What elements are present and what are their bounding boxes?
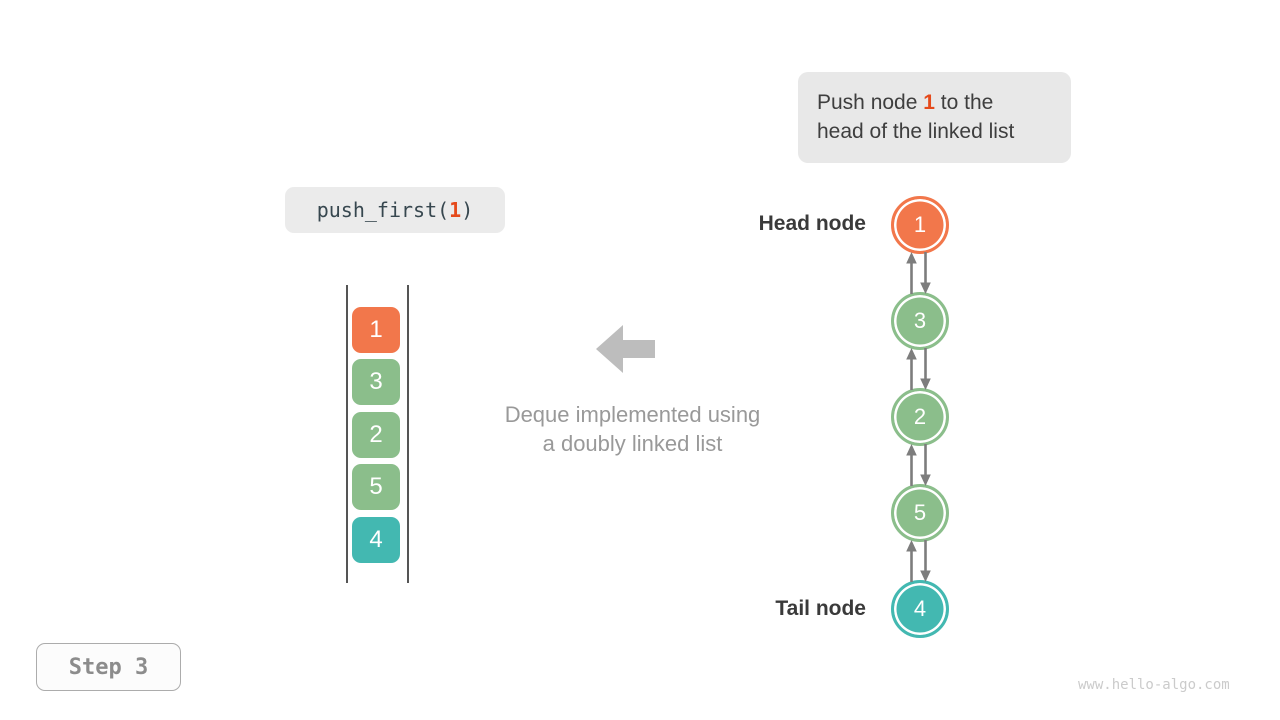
tail-node-label: Tail node — [775, 597, 866, 620]
deque-caption: Deque implemented using a doubly linked … — [460, 400, 805, 458]
stack-cell-3: 5 — [352, 464, 400, 510]
stack-cell-0: 1 — [352, 307, 400, 353]
step-badge: Step 3 — [36, 643, 181, 691]
instruction-text-part2: to the — [934, 91, 994, 114]
stack-right-rail — [407, 285, 409, 583]
link-arrows-up-down-icon — [906, 540, 931, 582]
stack-cell-1: 3 — [352, 359, 400, 405]
list-node-4: 4 — [891, 580, 949, 638]
caption-line1: Deque implemented using — [504, 402, 761, 427]
code-call-box: push_first(1) — [285, 187, 505, 233]
link-arrows-up-down-icon — [906, 252, 931, 294]
stack-cell-2: 2 — [352, 412, 400, 458]
instruction-box: Push node 1 to the head of the linked li… — [798, 72, 1071, 163]
instruction-text-part1: Push node — [817, 91, 924, 114]
instruction-text-line2: head of the linked list — [817, 120, 1015, 143]
caption-line2: a doubly linked list — [542, 431, 723, 456]
watermark: www.hello-algo.com — [1078, 677, 1230, 693]
instruction-highlight-value: 1 — [923, 91, 935, 114]
code-fn: push_first( — [316, 198, 450, 222]
list-node-0: 1 — [891, 196, 949, 254]
stack-cell-4: 4 — [352, 517, 400, 563]
list-node-1: 3 — [891, 292, 949, 350]
list-node-2: 2 — [891, 388, 949, 446]
link-arrows-up-down-icon — [906, 444, 931, 486]
left-block-arrow-icon — [596, 325, 655, 373]
stack-left-rail — [346, 285, 348, 583]
link-arrows-up-down-icon — [906, 348, 931, 390]
code-close: ) — [461, 198, 474, 222]
list-node-3: 5 — [891, 484, 949, 542]
head-node-label: Head node — [758, 212, 866, 235]
code-arg: 1 — [449, 198, 462, 222]
